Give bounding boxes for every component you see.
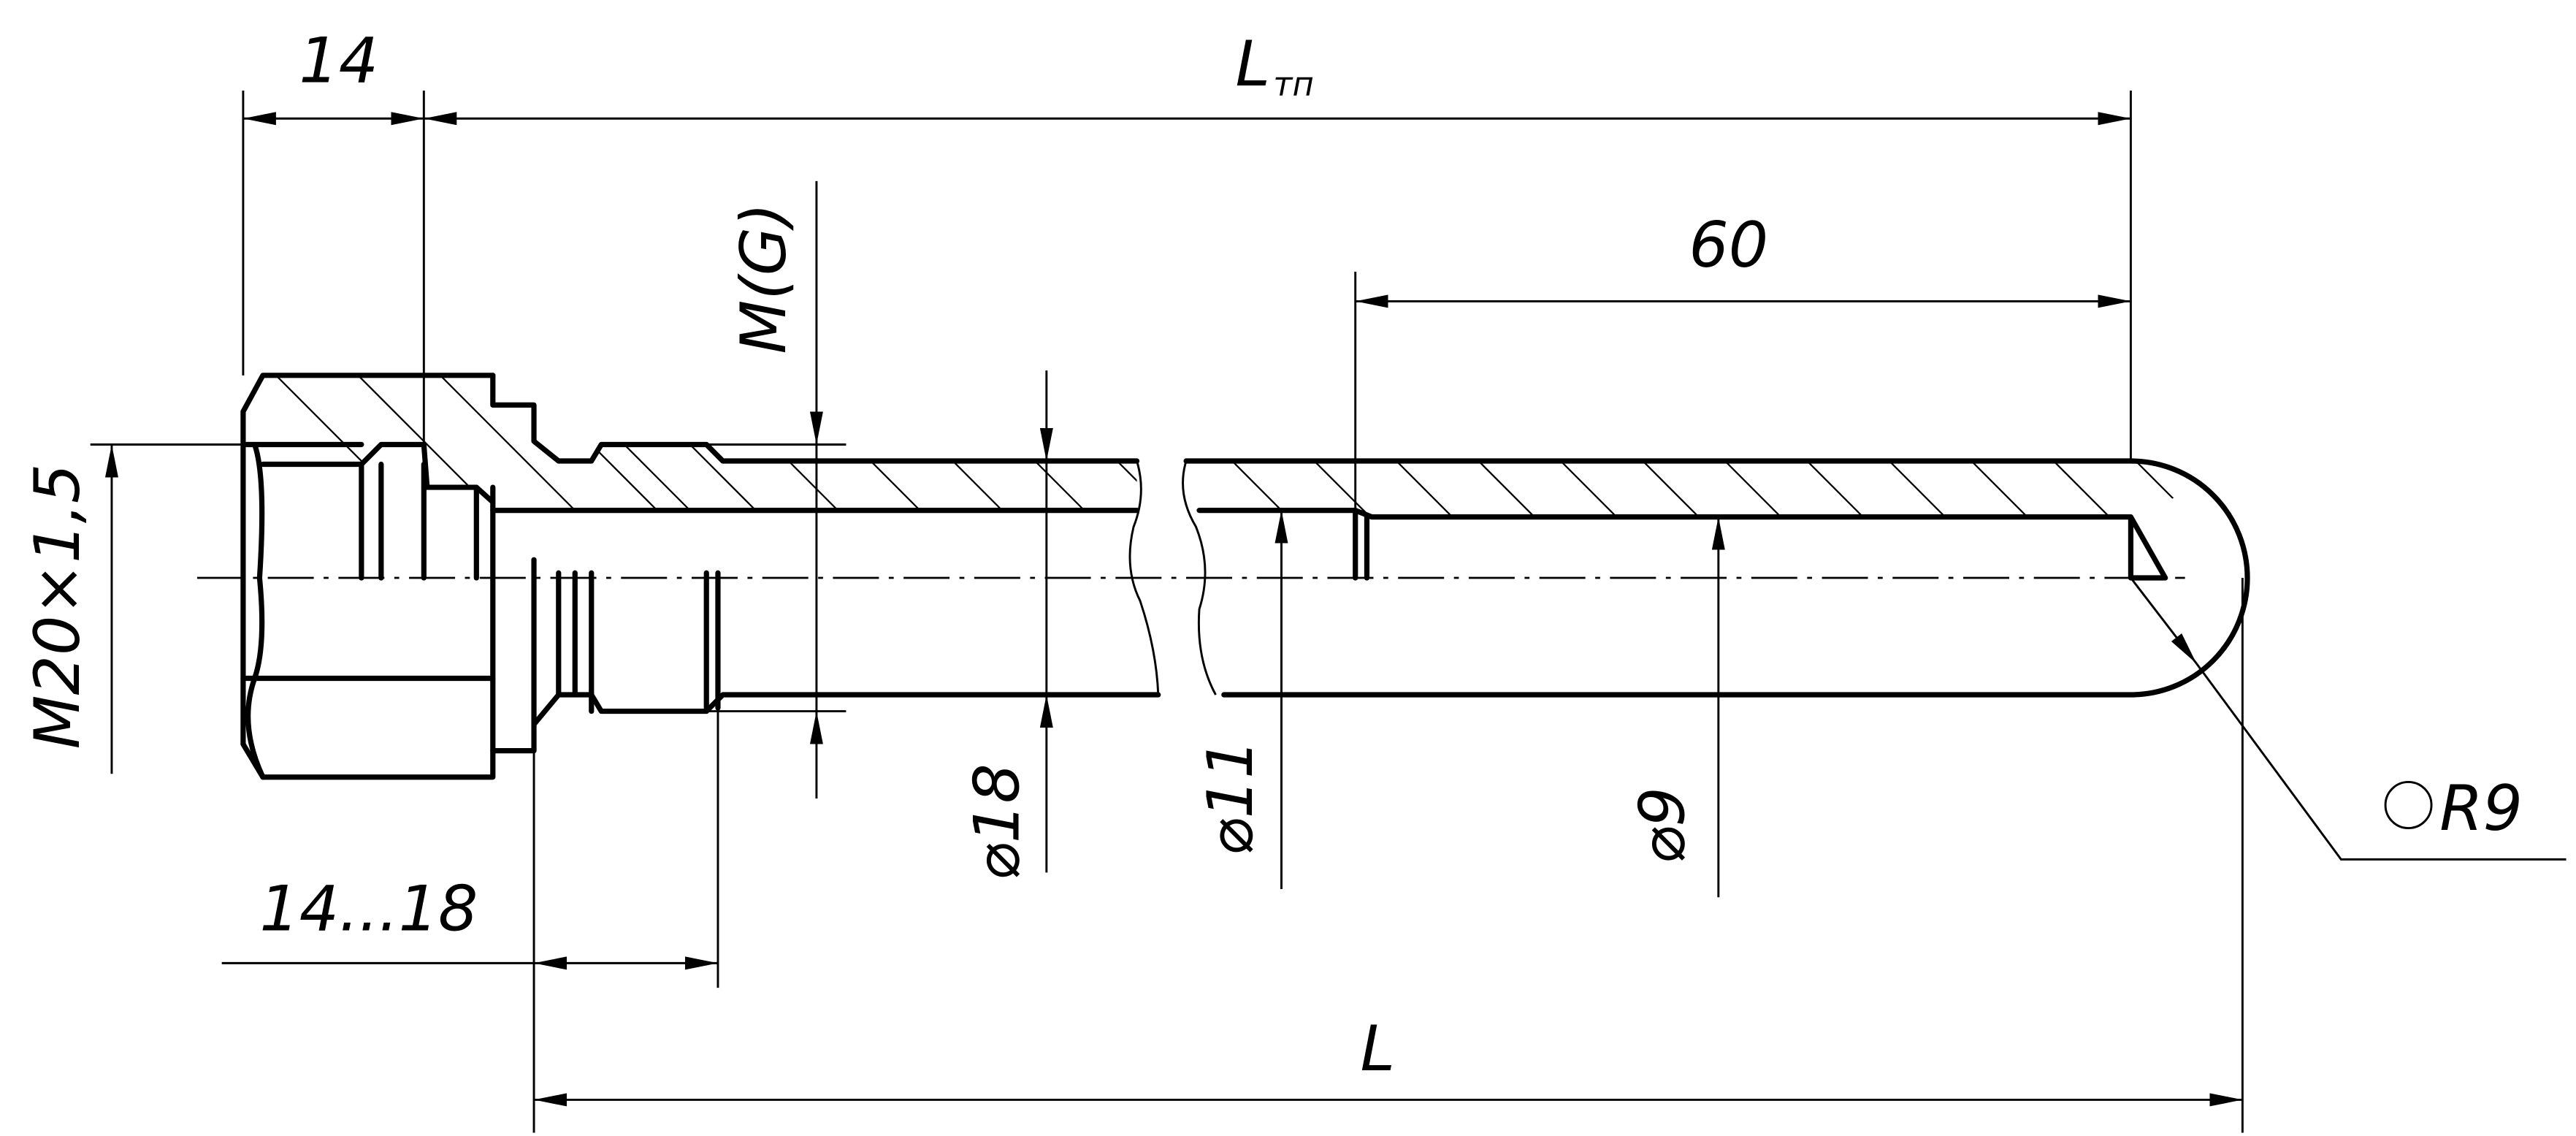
dim-head-width: 14 — [299, 26, 378, 98]
section-hatching — [262, 375, 1137, 511]
break-line-left — [1128, 460, 1160, 695]
dim-length-tp-sub: тп — [1273, 65, 1314, 104]
dim-thread-length: 14...18 — [259, 873, 478, 945]
hex-nut — [240, 373, 496, 780]
break-line-right — [1182, 460, 1217, 695]
fitting-body — [490, 373, 1217, 754]
tip-hatching — [1215, 461, 2202, 517]
dim-outer-diameter: ⌀18 — [962, 763, 1034, 881]
dim-tip-length: 60 — [1689, 210, 1768, 282]
dim-length-tp: L — [1236, 28, 1271, 101]
dim-tip-radius: R9 — [2439, 773, 2523, 845]
dim-tube-diameter: ⌀11 — [1195, 739, 1267, 856]
dim-nut-thread: M20×1,5 — [22, 464, 94, 750]
dimension-lines — [90, 90, 2567, 1133]
dim-bore-diameter: ⌀9 — [1627, 787, 1700, 864]
dim-thread-mount: M(G) — [728, 202, 800, 354]
dim-length: L — [1360, 1013, 1395, 1086]
surface-symbol-icon — [2384, 781, 2433, 830]
